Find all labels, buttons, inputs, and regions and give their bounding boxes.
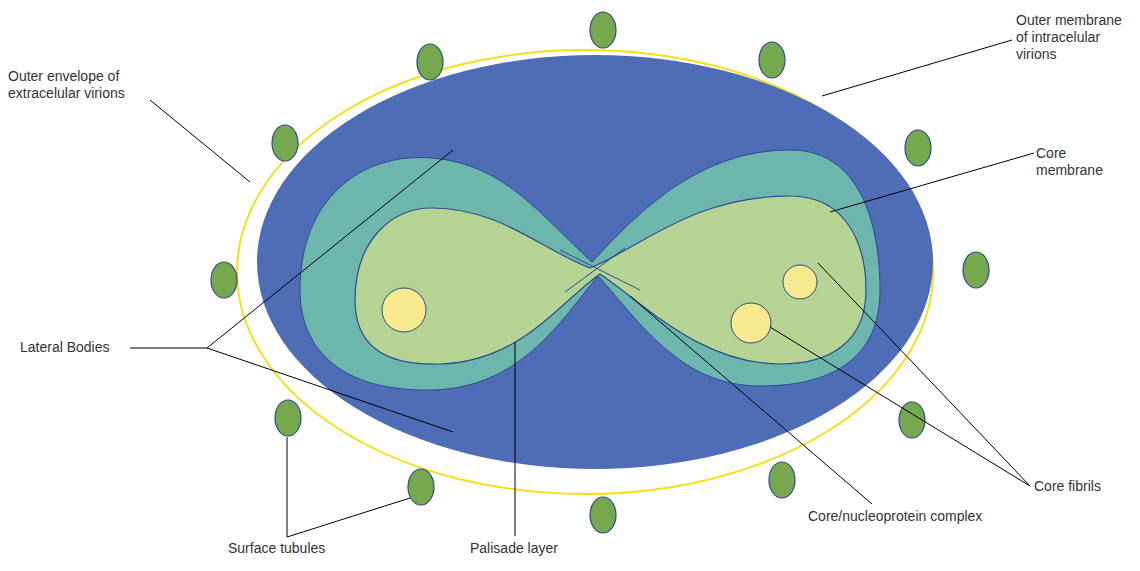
palisade-layer: [300, 150, 880, 390]
core-fibril: [382, 288, 426, 332]
outer-membrane: [257, 55, 933, 469]
part-label: Surface tubules: [228, 540, 358, 557]
core-crossing: [560, 248, 640, 292]
part-label: Palisade layer: [470, 540, 600, 557]
outer-envelope: [237, 50, 933, 494]
part-label: Core/nucleoprotein complex: [808, 508, 1038, 525]
part-label: Outer membrane of intracelular virions: [1016, 12, 1136, 63]
part-label: Outer envelope of extracelular virions: [8, 68, 158, 102]
part-label: Core fibrils: [1034, 478, 1134, 495]
part-label: Core membrane: [1036, 145, 1136, 179]
core-fibril: [783, 265, 817, 299]
core-fibril: [731, 303, 771, 343]
leader-lines: [130, 40, 1034, 537]
part-label: Lateral Bodies: [20, 339, 130, 356]
surface-tubules: [211, 12, 989, 533]
